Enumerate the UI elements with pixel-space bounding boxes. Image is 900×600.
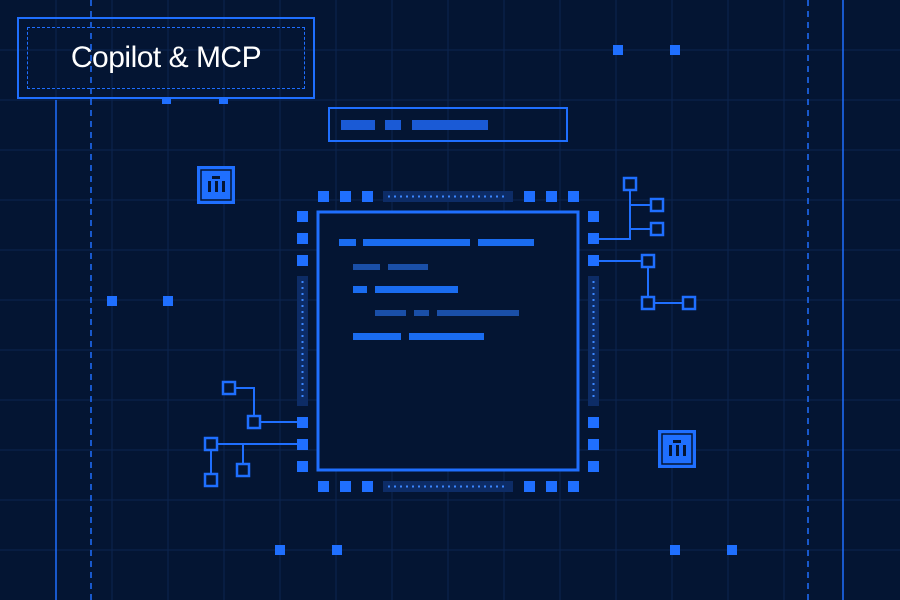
chip-icon [297, 191, 599, 492]
header-bar-graphic [328, 107, 568, 142]
chip-code-lines [339, 239, 534, 340]
page-title: Copilot & MCP [70, 41, 262, 74]
server-icon [197, 166, 235, 204]
title-banner: Copilot & MCP [17, 17, 315, 99]
circuit-node-icon [599, 176, 697, 311]
scattered-dots [107, 45, 737, 555]
side-rails [55, 0, 844, 600]
server-icon [658, 430, 696, 468]
title-banner-inner: Copilot & MCP [27, 27, 305, 89]
circuit-node-icon [203, 380, 297, 488]
